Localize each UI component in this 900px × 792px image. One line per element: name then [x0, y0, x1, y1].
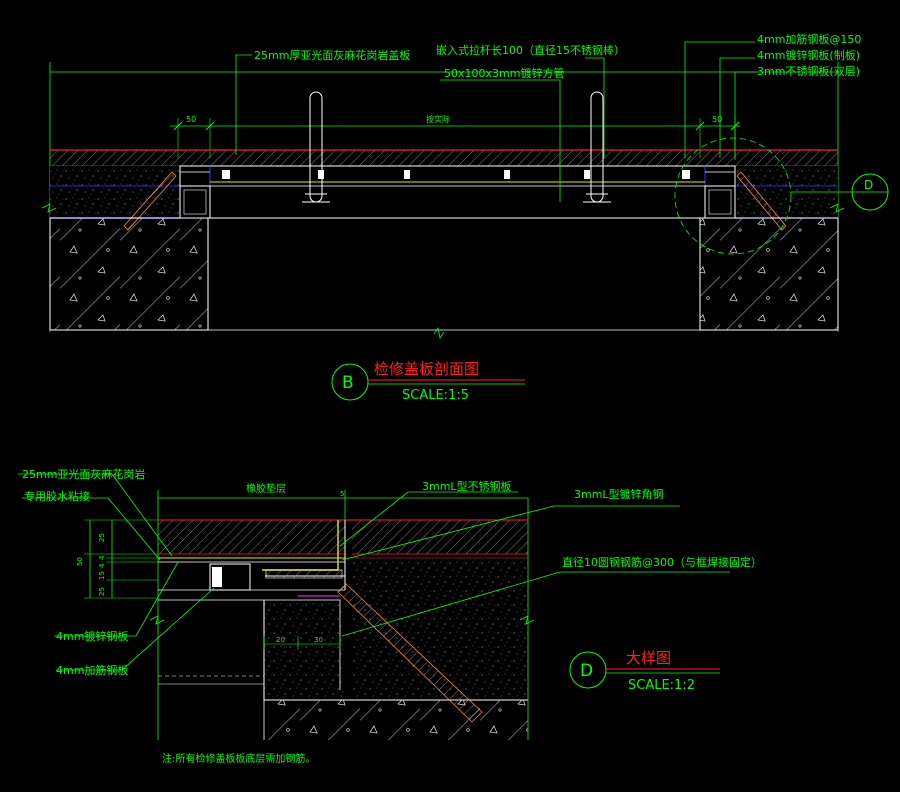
- detail-d-title: 大样图: [626, 649, 671, 667]
- vdim-base: 25: [98, 587, 106, 596]
- detail-granite-label: 25mm亚光面灰麻花岗岩: [22, 467, 145, 481]
- section-b-drawing: [41, 41, 889, 401]
- detail-d-marker: D: [580, 661, 593, 681]
- dim-middle: 按实际: [426, 114, 450, 124]
- dim-right: 50: [712, 115, 722, 124]
- bolt-note-label: 嵌入式拉杆长100（直径15不锈钢棒）: [436, 43, 625, 57]
- section-b-scale: SCALE:1:5: [402, 388, 469, 403]
- l-ss-plate-label: 3mmL型不锈钢板: [422, 479, 512, 493]
- detail-stiffener-label: 4mm加筋钢板: [56, 663, 128, 677]
- dim-20: 20: [276, 636, 285, 644]
- vdim-tube: 15: [98, 571, 106, 580]
- detail-d-scale: SCALE:1:2: [628, 678, 695, 693]
- section-b-marker: B: [342, 373, 354, 393]
- detail-adhesive-label: 专用胶水粘接: [24, 489, 90, 503]
- detail-d-note: 注:所有检修盖板板底层需加钢筋。: [162, 752, 315, 765]
- rubber-pad-label: 橡胶垫层: [246, 482, 286, 495]
- vdim-plate-a: 4: [98, 555, 106, 560]
- plate-150-label: 4mm加筋钢板@150: [757, 32, 861, 46]
- dim-left: 50: [186, 115, 196, 124]
- detail-marker-d: D: [864, 178, 873, 192]
- vdim-granite: 25: [98, 533, 106, 542]
- granite-cover-label: 25mm厚亚光面灰麻花岗岩盖板: [254, 48, 410, 62]
- dim-30: 30: [314, 636, 323, 644]
- vdim-plate-b: 4: [98, 563, 106, 568]
- tube-note-label: 50x100x3mm镀锌方管: [444, 66, 564, 80]
- detail-d-drawing: [18, 473, 730, 740]
- detail-galv-plate-label: 4mm镀锌钢板: [56, 629, 128, 643]
- ss-plate-label: 3mm不锈钢板(双层): [757, 64, 860, 78]
- galv-plate-label: 4mm镀锌钢板(制板): [757, 48, 860, 62]
- dim-gap: 5: [340, 490, 344, 498]
- rebar-label: 直径10圆钢钢筋@300（与框焊接固定）: [562, 555, 762, 569]
- vdim-total: 50: [76, 557, 84, 566]
- l-angle-label: 3mmL型镀锌角钢: [574, 487, 664, 501]
- section-b-title: 检修盖板剖面图: [374, 360, 479, 378]
